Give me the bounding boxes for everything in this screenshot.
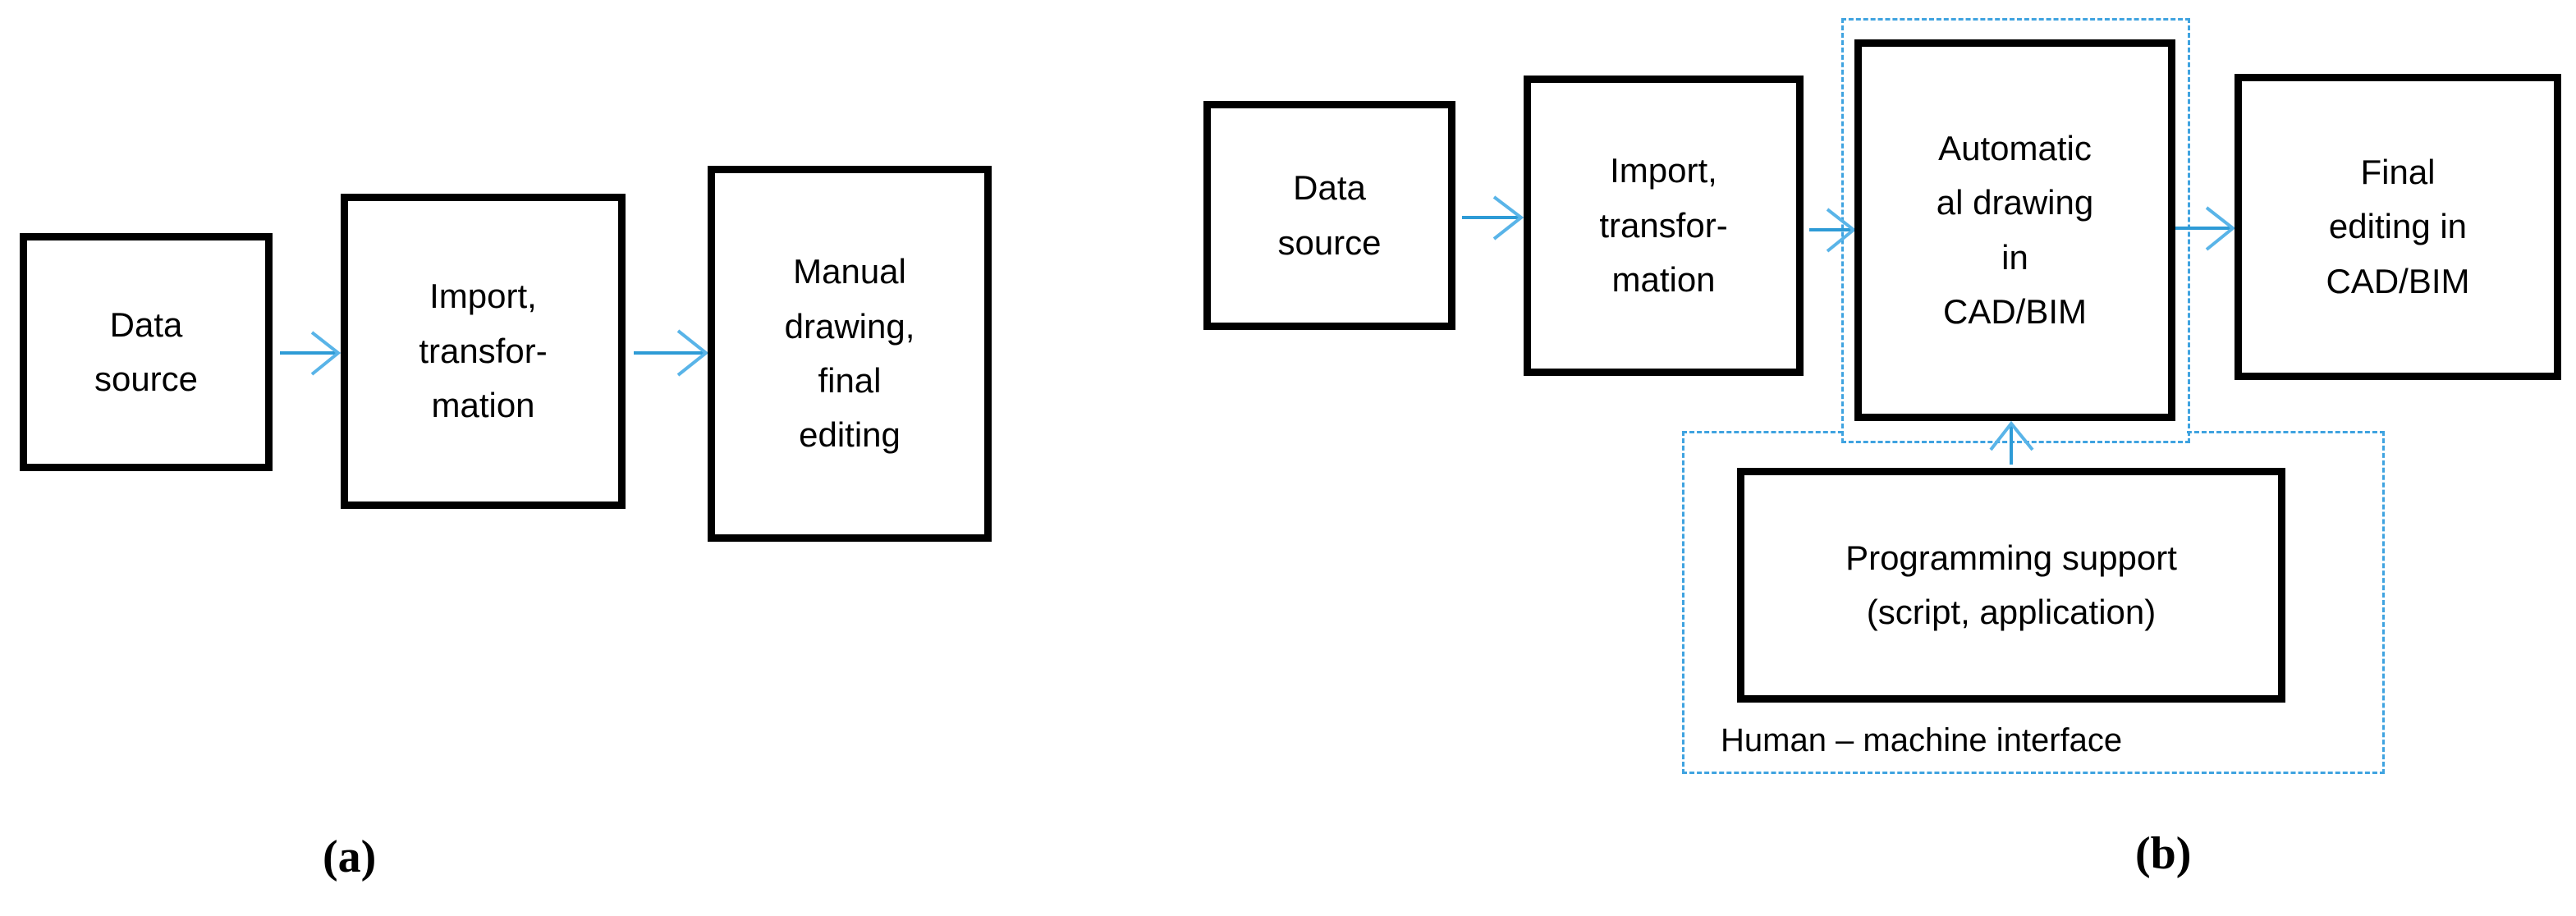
human-machine-interface-label: Human – machine interface bbox=[1721, 722, 2123, 758]
arrow-b-1 bbox=[1462, 195, 1524, 240]
node-a-import-transformation[interactable]: Import, transfor- mation bbox=[341, 194, 626, 509]
figure-label-a: (a) bbox=[323, 831, 377, 882]
figure-label-b: (b) bbox=[2135, 828, 2192, 879]
node-b-data-source[interactable]: Data source bbox=[1203, 101, 1455, 330]
arrow-a-2 bbox=[634, 329, 709, 377]
node-b-import-transformation[interactable]: Import, transfor- mation bbox=[1524, 76, 1804, 376]
node-a-manual-drawing[interactable]: Manual drawing, final editing bbox=[708, 166, 992, 542]
node-a-data-source[interactable]: Data source bbox=[20, 233, 273, 471]
dashed-region-merge-mask bbox=[1845, 428, 2187, 437]
node-b-final-editing[interactable]: Final editing in CAD/BIM bbox=[2235, 74, 2561, 380]
node-b-programming-support[interactable]: Programming support (script, application… bbox=[1737, 468, 2285, 703]
node-b-automatical-drawing[interactable]: Automatic al drawing in CAD/BIM bbox=[1854, 39, 2175, 421]
arrow-a-1 bbox=[280, 331, 341, 376]
